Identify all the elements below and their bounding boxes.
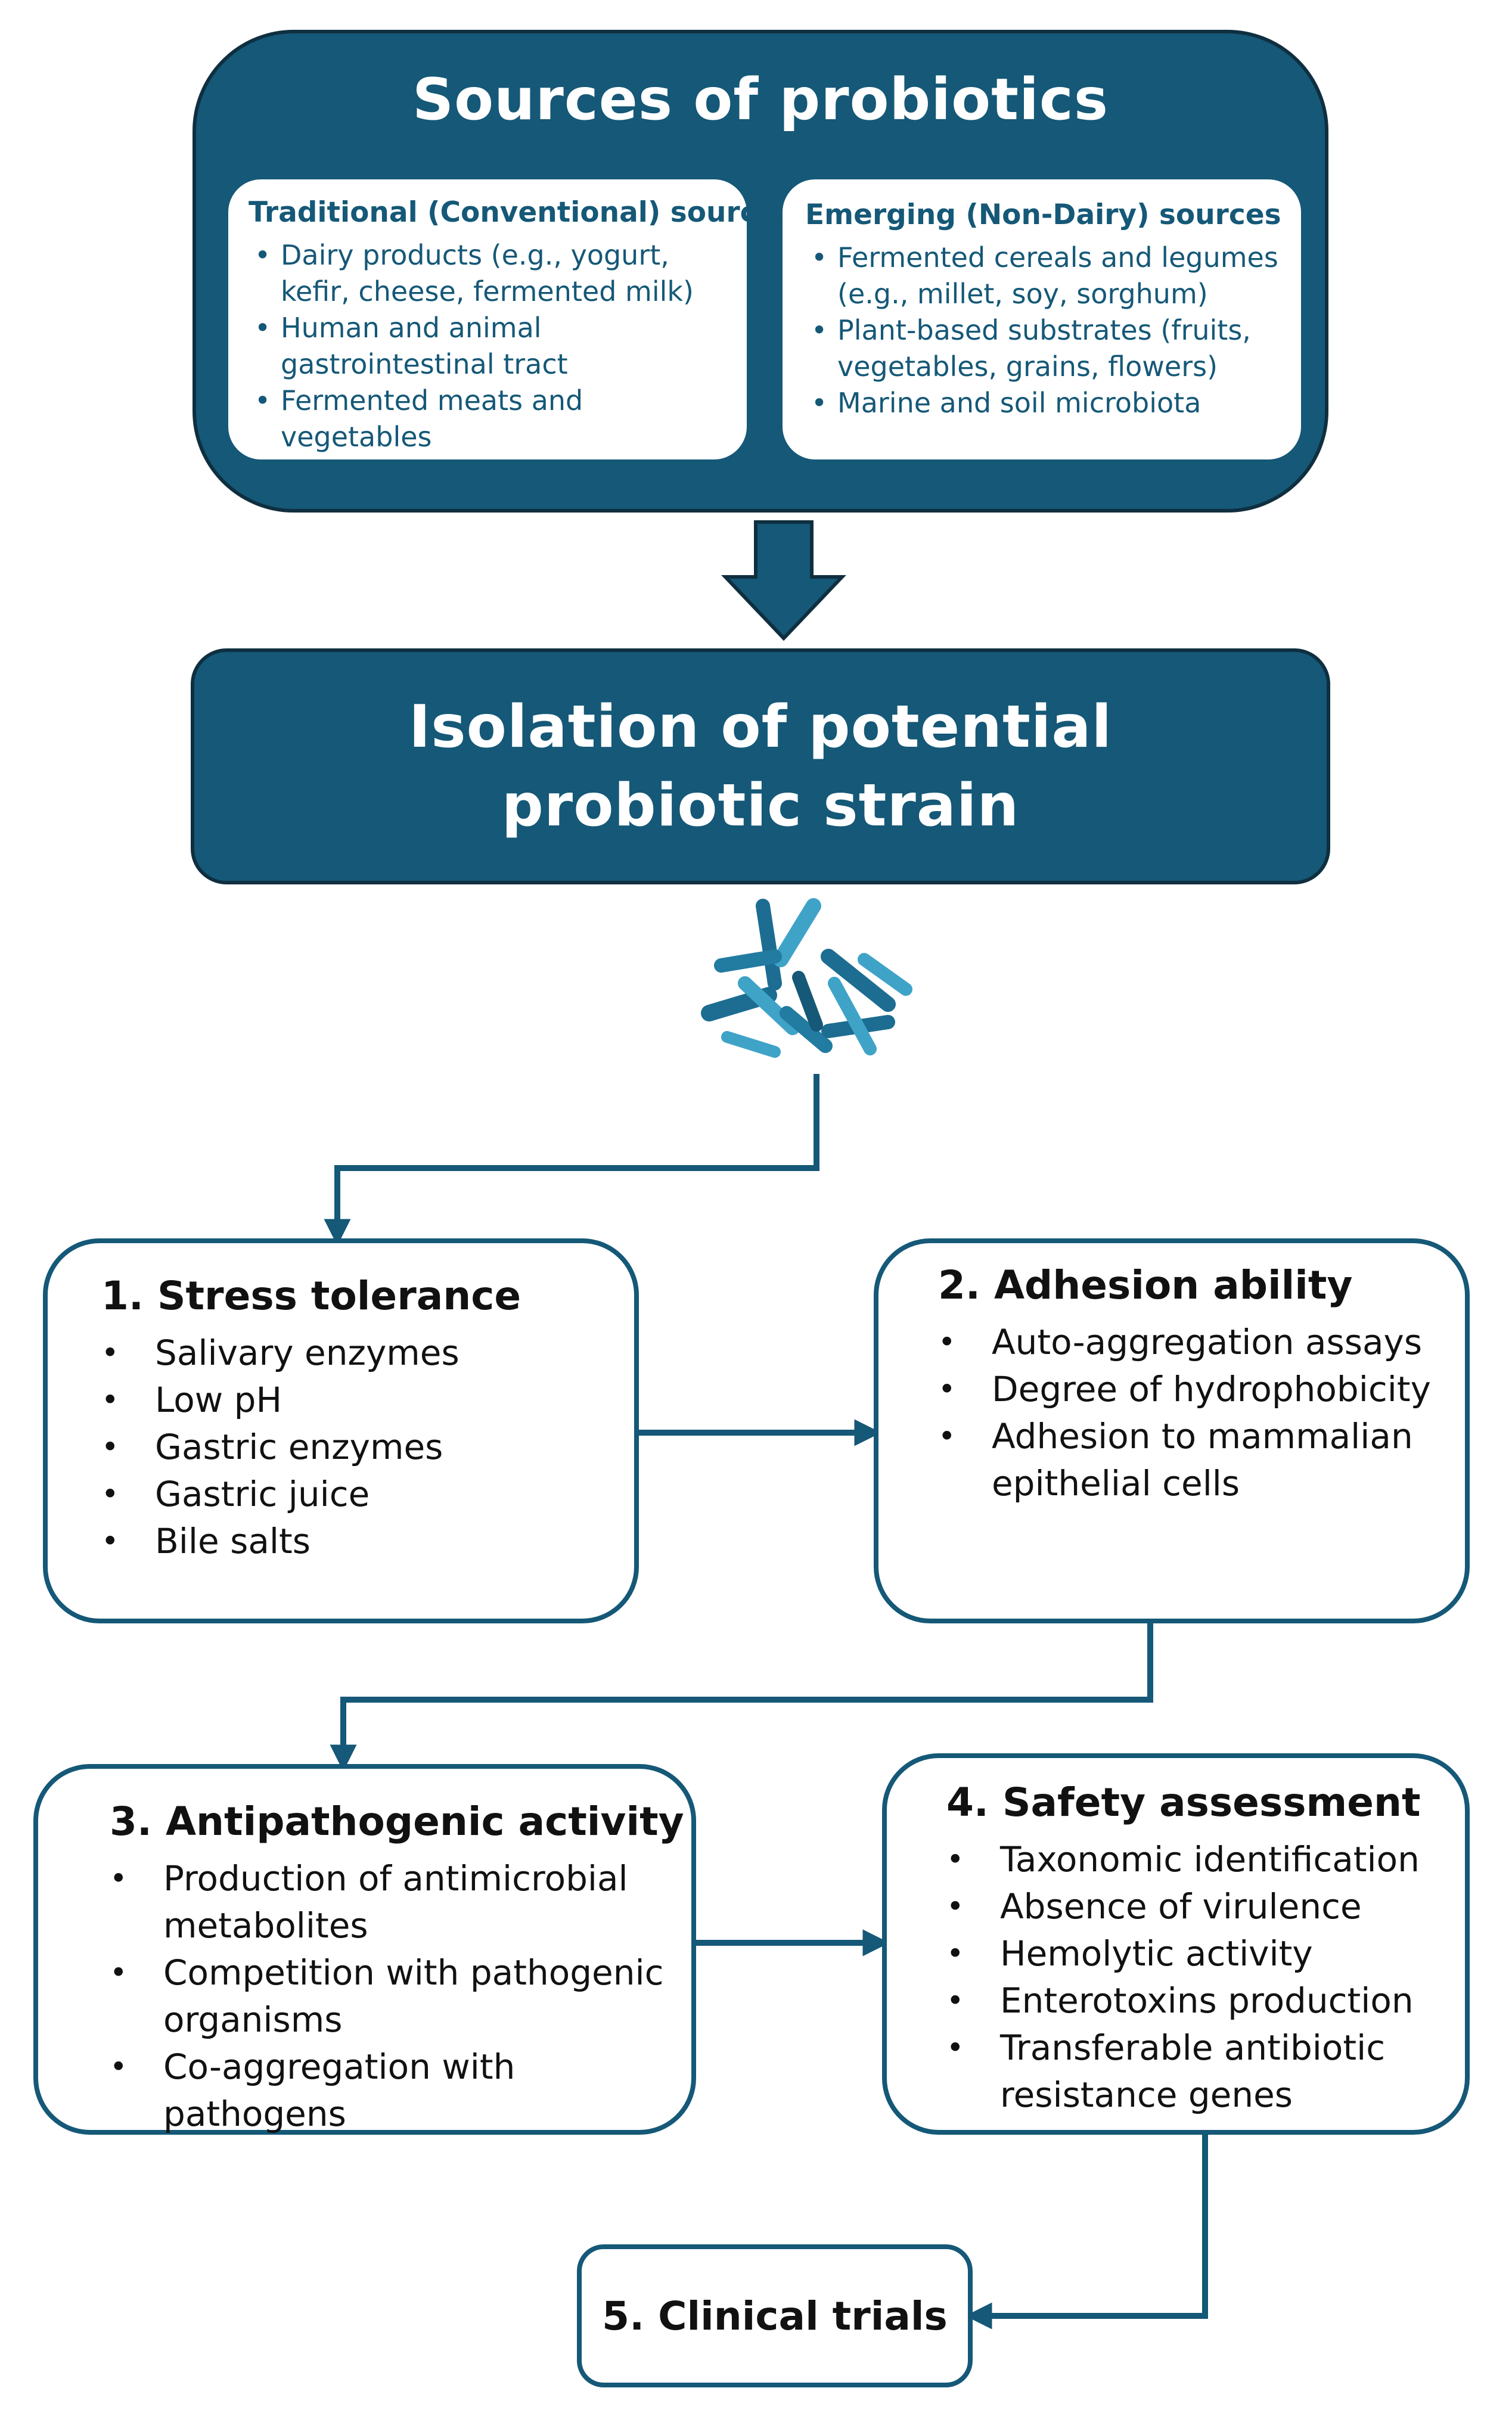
emerging-sources-heading: Emerging (Non-Dairy) sources (805, 198, 1281, 231)
list-item: Enterotoxins production (946, 1977, 1447, 2024)
list-item: Bile salts (101, 1518, 610, 1565)
step-5-title: 5. Clinical trials (602, 2293, 948, 2339)
list-item: Fermented cereals and legumes (e.g., mil… (805, 240, 1286, 312)
step-3-list: Production of antimicrobial metabolites … (110, 1855, 673, 2138)
list-item: Human and animal gastrointestinal tract (249, 310, 731, 383)
step-1-list: Salivary enzymes Low pH Gastric enzymes … (101, 1330, 610, 1565)
sources-panel: Sources of probiotics Traditional (Conve… (193, 30, 1328, 513)
big-down-arrow (721, 520, 846, 641)
bacteria-icon (701, 898, 912, 1058)
list-item: Competition with pathogenic organisms (110, 1949, 673, 2044)
list-item: Low pH (101, 1377, 610, 1424)
list-item: Plant-based substrates (fruits, vegetabl… (805, 312, 1286, 385)
connector-step2-to-step3 (330, 1623, 1153, 1772)
step-1-box: 1. Stress tolerance Salivary enzymes Low… (43, 1238, 639, 1623)
list-item: Hemolytic activity (946, 1930, 1447, 1977)
list-item: Fermented meats and vegetables (249, 383, 731, 455)
list-item: Co-aggregation with pathogens (110, 2044, 673, 2138)
connector-isolation-to-step1 (324, 1074, 819, 1246)
list-item: Auto-aggregation assays (938, 1319, 1441, 1366)
emerging-sources-list: Fermented cereals and legumes (e.g., mil… (805, 240, 1286, 421)
step-1-title: 1. Stress tolerance (101, 1273, 521, 1319)
isolation-panel: Isolation of potential probiotic strain (191, 648, 1330, 884)
step-4-title: 4. Safety assessment (946, 1780, 1421, 1825)
list-item: Production of antimicrobial metabolites (110, 1855, 673, 1949)
step-3-box: 3. Antipathogenic activity Production of… (33, 1764, 696, 2135)
list-item: Absence of virulence (946, 1883, 1447, 1930)
list-item: Salivary enzymes (101, 1330, 610, 1377)
traditional-sources-list: Dairy products (e.g., yogurt, kefir, che… (249, 237, 731, 455)
list-item: Gastric enzymes (101, 1424, 610, 1471)
list-item: Degree of hydrophobicity (938, 1366, 1441, 1413)
step-3-title: 3. Antipathogenic activity (110, 1799, 684, 1844)
list-item: Adhesion to mammalian epithelial cells (938, 1413, 1441, 1507)
step-5-box: 5. Clinical trials (577, 2244, 973, 2387)
list-item: Dairy products (e.g., yogurt, kefir, che… (249, 237, 731, 310)
list-item: Marine and soil microbiota (805, 385, 1286, 421)
step-4-box: 4. Safety assessment Taxonomic identific… (882, 1753, 1470, 2135)
step-2-list: Auto-aggregation assays Degree of hydrop… (938, 1319, 1441, 1507)
traditional-sources-box: Traditional (Conventional) sources Dairy… (228, 179, 793, 459)
list-item: Taxonomic identification (946, 1836, 1447, 1883)
step-2-title: 2. Adhesion ability (938, 1262, 1353, 1308)
sources-title: Sources of probiotics (412, 66, 1109, 133)
traditional-sources-heading: Traditional (Conventional) sources (249, 196, 793, 229)
list-item: Transferable antibiotic resistance genes (946, 2024, 1447, 2119)
list-item: Gastric juice (101, 1471, 610, 1518)
emerging-sources-box: Emerging (Non-Dairy) sources Fermented c… (783, 179, 1301, 459)
step-4-list: Taxonomic identification Absence of viru… (946, 1836, 1447, 2119)
isolation-title: Isolation of potential probiotic strain (408, 693, 1113, 840)
connector-step4-to-step5 (965, 2135, 1208, 2330)
step-2-box: 2. Adhesion ability Auto-aggregation ass… (874, 1238, 1470, 1623)
